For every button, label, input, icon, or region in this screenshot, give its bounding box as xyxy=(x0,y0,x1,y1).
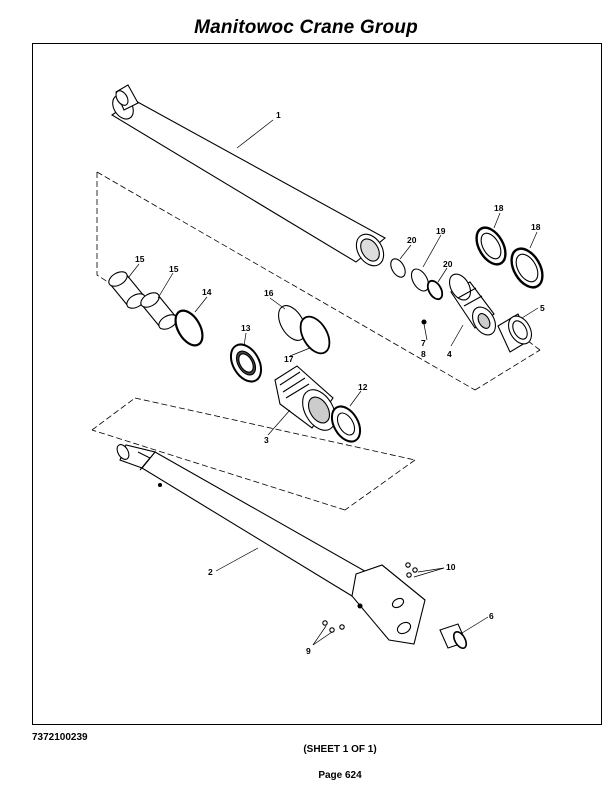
piston-part xyxy=(448,273,497,336)
barrel-part xyxy=(110,84,386,267)
callout-10: 10 xyxy=(446,562,456,572)
page-number: Page 624 xyxy=(318,770,362,781)
rod-part xyxy=(116,444,426,645)
leader-lines xyxy=(127,119,539,646)
callout-5: 5 xyxy=(540,303,545,313)
callout-3: 3 xyxy=(264,435,269,445)
wiper-part xyxy=(330,405,362,443)
callout-8: 8 xyxy=(421,349,426,359)
callout-18a: 18 xyxy=(494,203,504,213)
drawing-number: 7372100239 xyxy=(32,732,88,743)
callout-15a: 15 xyxy=(135,254,145,264)
valve-part xyxy=(439,623,468,649)
callout-18b: 18 xyxy=(531,222,541,232)
page-title: Manitowoc Crane Group xyxy=(194,17,418,38)
callout-9: 9 xyxy=(306,646,311,656)
o-ring-part xyxy=(277,305,307,341)
callout-1: 1 xyxy=(276,110,281,120)
buffer-ring-part xyxy=(174,309,204,347)
assembly-box-lower xyxy=(91,397,416,511)
callout-7: 7 xyxy=(421,338,426,348)
backup-ring-piston-part xyxy=(410,268,430,292)
callout-20a: 20 xyxy=(407,235,417,245)
assembly-box-upper xyxy=(96,171,541,391)
piston-seal-part xyxy=(475,226,544,289)
rod-seal-part xyxy=(229,343,263,383)
wear-ring-part xyxy=(497,313,533,353)
callout-19: 19 xyxy=(436,226,446,236)
callout-15b: 15 xyxy=(169,264,179,274)
o-ring-piston-part xyxy=(390,258,406,278)
backup-ring-part xyxy=(299,315,331,355)
callout-17: 17 xyxy=(284,354,294,364)
callout-12: 12 xyxy=(358,382,368,392)
callout-16: 16 xyxy=(264,288,274,298)
drawing-frame xyxy=(32,43,602,725)
callout-13: 13 xyxy=(241,323,251,333)
callout-4: 4 xyxy=(447,349,452,359)
callout-labels: 1 2 3 4 5 6 7 8 9 10 12 13 14 15 15 16 1… xyxy=(135,110,545,656)
callout-14: 14 xyxy=(202,287,212,297)
fittings-part xyxy=(322,562,418,633)
setscrew-part xyxy=(421,319,427,325)
callout-6: 6 xyxy=(489,611,494,621)
sheet-label: (SHEET 1 OF 1) xyxy=(303,744,377,755)
o-ring-piston-part-2 xyxy=(426,279,444,301)
callout-20b: 20 xyxy=(443,259,453,269)
wear-band-part xyxy=(108,271,178,330)
head-part xyxy=(274,365,336,431)
callout-2: 2 xyxy=(208,567,213,577)
